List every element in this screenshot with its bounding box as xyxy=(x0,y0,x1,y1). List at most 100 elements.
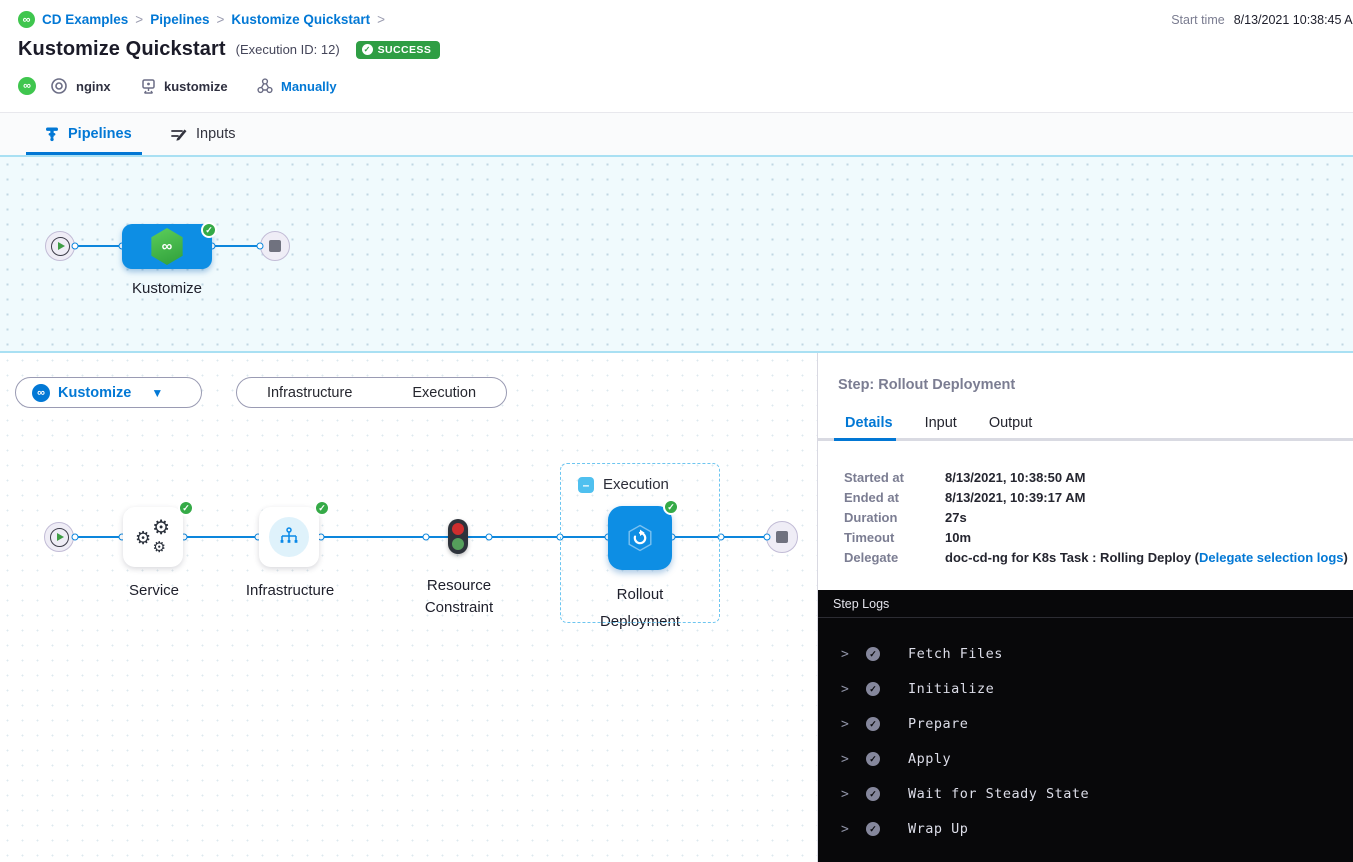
pipelines-tab-icon xyxy=(44,126,60,142)
log-row-prepare[interactable]: > ✓ Prepare xyxy=(841,716,969,732)
start-time-label: Start time xyxy=(1171,13,1225,27)
start-time: Start time 8/13/2021 10:38:45 AM xyxy=(1171,13,1353,27)
tab-input[interactable]: Input xyxy=(924,415,957,431)
step-logs-panel: Step Logs > ✓ Fetch Files > ✓ Initialize… xyxy=(818,590,1353,862)
breadcrumb-pipelines[interactable]: Pipelines xyxy=(150,12,210,27)
step-group-label: Execution xyxy=(603,476,669,493)
expand-chevron-icon[interactable]: > xyxy=(841,681,849,697)
cd-module-icon: ∞ xyxy=(18,76,36,96)
step-success-badge-icon: ✓ xyxy=(663,499,679,515)
stage-success-badge-icon: ✓ xyxy=(201,222,217,238)
stage-node-kustomize[interactable]: ∞ xyxy=(122,224,212,269)
pipeline-end-node xyxy=(260,231,290,261)
stage-selector-label: Kustomize xyxy=(58,384,132,401)
tabs-divider xyxy=(818,438,1353,441)
log-success-icon: ✓ xyxy=(866,647,880,661)
breadcrumb-kustomize-quickstart[interactable]: Kustomize Quickstart xyxy=(231,12,371,27)
service-name[interactable]: kustomize xyxy=(164,78,228,94)
view-toggle-execution[interactable]: Execution xyxy=(412,384,477,401)
connector-port xyxy=(256,242,264,250)
breadcrumb-cd-examples[interactable]: CD Examples xyxy=(42,12,129,27)
execution-tab-bar: Pipelines Inputs xyxy=(0,112,1353,155)
environment-icon xyxy=(50,76,68,96)
status-badge: ✓ SUCCESS xyxy=(355,40,441,59)
stage-selector-dropdown[interactable]: ∞ Kustomize ▼ xyxy=(15,377,202,408)
log-success-icon: ✓ xyxy=(866,682,880,696)
breadcrumb: ∞ CD Examples > Pipelines > Kustomize Qu… xyxy=(18,11,385,28)
trigger-icon xyxy=(256,76,274,96)
stop-icon xyxy=(269,240,281,252)
stage-selector-icon: ∞ xyxy=(32,383,50,402)
breadcrumb-separator: > xyxy=(135,12,144,27)
breadcrumb-separator: > xyxy=(377,12,386,27)
cd-hexagon-icon: ∞ xyxy=(151,228,183,265)
page-header: ∞ CD Examples > Pipelines > Kustomize Qu… xyxy=(0,0,1353,112)
breadcrumb-separator: > xyxy=(216,12,225,27)
log-row-initialize[interactable]: > ✓ Initialize xyxy=(841,681,995,697)
log-row-wrap-up[interactable]: > ✓ Wrap Up xyxy=(841,821,969,837)
expand-chevron-icon[interactable]: > xyxy=(841,751,849,767)
harness-logo-icon: ∞ xyxy=(18,11,35,28)
execution-end-node xyxy=(766,521,798,553)
status-badge-label: SUCCESS xyxy=(377,43,432,56)
step-logs-title: Step Logs xyxy=(818,590,1353,618)
expand-chevron-icon[interactable]: > xyxy=(841,646,849,662)
step-details-panel: Step: Rollout Deployment Details Input O… xyxy=(817,353,1353,862)
resource-constraint-icon[interactable] xyxy=(448,519,468,554)
inputs-tab-icon xyxy=(170,126,188,142)
execution-start-node xyxy=(44,522,74,552)
tags-row: ∞ nginx kustomize Manually xyxy=(0,76,1353,98)
connector-port xyxy=(763,533,771,541)
tab-output[interactable]: Output xyxy=(988,415,1033,431)
step-node-service[interactable]: ⚙⚙⚙ xyxy=(123,507,183,567)
log-row-wait-for-steady-state[interactable]: > ✓ Wait for Steady State xyxy=(841,786,1090,802)
play-icon xyxy=(49,527,69,547)
stage-execution-canvas[interactable]: ∞ Kustomize ▼ Infrastructure Execution –… xyxy=(0,353,817,862)
title-row: Kustomize Quickstart (Execution ID: 12) … xyxy=(18,38,441,61)
step-success-badge-icon: ✓ xyxy=(178,500,194,516)
delegate-selection-logs-link[interactable]: Delegate selection logs xyxy=(1199,550,1344,565)
connector-port xyxy=(71,242,79,250)
inputs-tab-label: Inputs xyxy=(196,126,236,142)
service-icon xyxy=(140,76,157,96)
log-success-icon: ✓ xyxy=(866,752,880,766)
view-toggle-infrastructure[interactable]: Infrastructure xyxy=(266,384,353,401)
stop-icon xyxy=(776,531,788,543)
trigger-type[interactable]: Manually xyxy=(281,78,337,94)
expand-chevron-icon[interactable]: > xyxy=(841,716,849,732)
stage-label: Kustomize xyxy=(131,280,203,297)
execution-id: (Execution ID: 12) xyxy=(235,42,340,57)
collapse-group-icon[interactable]: – xyxy=(578,476,594,493)
step-node-infrastructure[interactable] xyxy=(259,507,319,567)
connector-port xyxy=(485,533,493,541)
page-title: Kustomize Quickstart xyxy=(18,38,226,60)
log-row-apply[interactable]: > ✓ Apply xyxy=(841,751,952,767)
pipeline-graph-canvas[interactable]: ∞ ✓ Kustomize xyxy=(0,155,1353,353)
environment-name: nginx xyxy=(76,78,111,94)
step-success-badge-icon: ✓ xyxy=(314,500,330,516)
step-label-rollout-deployment: Rollout Deployment xyxy=(599,586,681,630)
step-label-service: Service xyxy=(128,582,180,599)
expand-chevron-icon[interactable]: > xyxy=(841,786,849,802)
tab-details[interactable]: Details xyxy=(845,415,893,431)
connector-port xyxy=(422,533,430,541)
rolling-deploy-icon xyxy=(628,524,652,552)
execution-step-group: – Execution xyxy=(560,463,720,623)
log-row-fetch-files[interactable]: > ✓ Fetch Files xyxy=(841,646,1003,662)
start-time-value: 8/13/2021 10:38:45 AM xyxy=(1233,13,1353,27)
expand-chevron-icon[interactable]: > xyxy=(841,821,849,837)
step-panel-title: Step: Rollout Deployment xyxy=(838,377,1016,393)
chevron-down-icon: ▼ xyxy=(151,385,164,400)
step-node-rollout-deployment[interactable] xyxy=(608,506,672,570)
tab-pipelines[interactable]: Pipelines xyxy=(44,113,132,155)
pipelines-tab-label: Pipelines xyxy=(68,126,132,142)
log-success-icon: ✓ xyxy=(866,717,880,731)
step-label-infrastructure: Infrastructure xyxy=(245,582,335,599)
tab-inputs[interactable]: Inputs xyxy=(170,113,236,155)
